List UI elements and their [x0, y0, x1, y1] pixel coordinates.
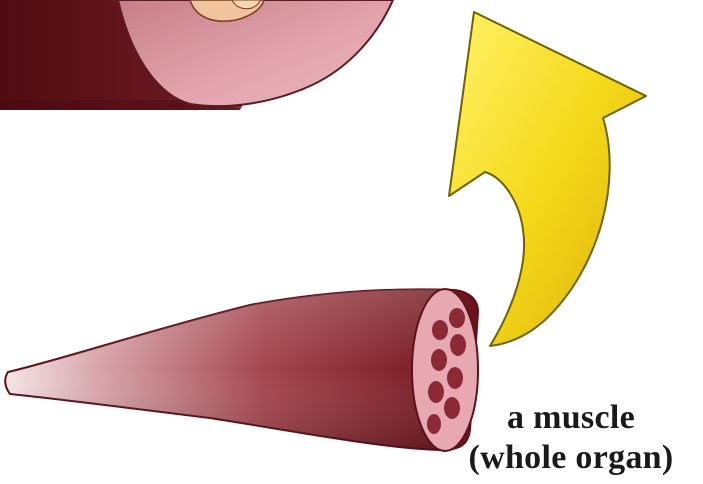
zoom-arrow-icon	[449, 12, 646, 346]
muscle-icon	[5, 289, 478, 451]
caption-line-1: a muscle	[440, 398, 702, 438]
fascicle-cross-section-icon	[0, 0, 393, 110]
caption-line-2: (whole organ)	[440, 438, 702, 478]
muscle-caption: a muscle (whole organ)	[440, 398, 702, 478]
